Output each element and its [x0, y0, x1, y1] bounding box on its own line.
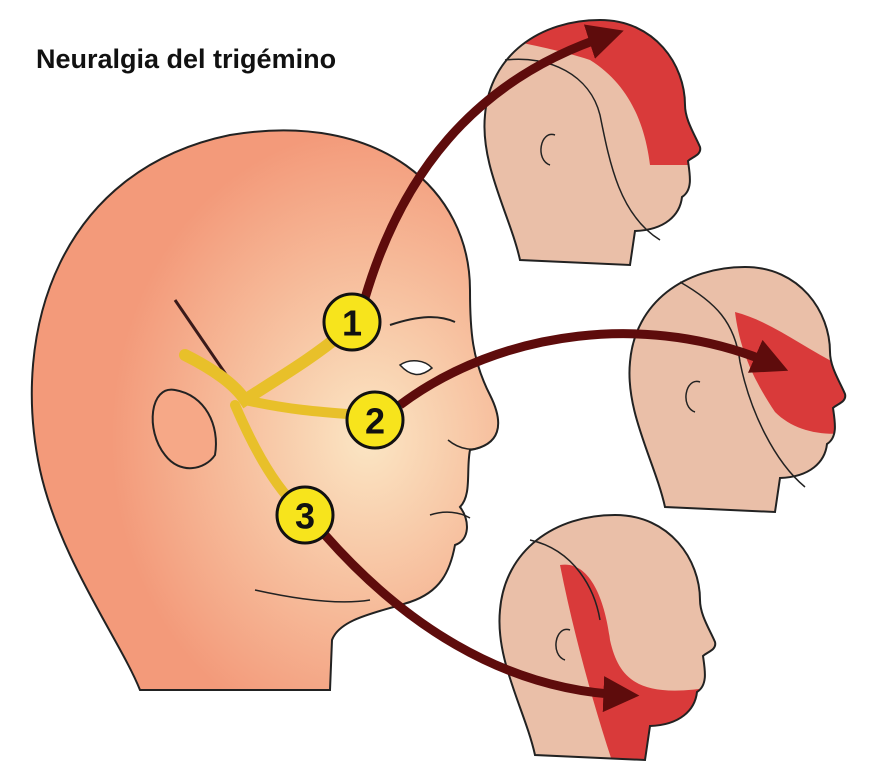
- marker-1: 1: [322, 292, 382, 352]
- arrow-branch-2: [397, 329, 789, 409]
- main-head: [30, 129, 500, 691]
- marker-3-label: 3: [295, 496, 315, 537]
- nostril: [447, 439, 486, 450]
- marker-2-label: 2: [365, 401, 385, 442]
- head-branch-3: [498, 514, 717, 761]
- mouth: [429, 511, 471, 519]
- head-branch-2: [628, 266, 847, 513]
- eye: [398, 360, 434, 376]
- ear: [151, 388, 217, 470]
- pain-region-ophthalmic: [510, 20, 701, 165]
- marker-1-label: 1: [342, 303, 362, 344]
- eyebrow: [389, 316, 456, 326]
- head-branch-1: [483, 19, 702, 266]
- marker-2: 2: [345, 390, 405, 450]
- arrow-branch-3: [321, 532, 640, 713]
- diagram-title: Neuralgia del trigémino: [36, 44, 337, 74]
- arrow-branch-1: [360, 24, 624, 300]
- arrows: [321, 24, 789, 713]
- marker-3: 3: [275, 485, 335, 545]
